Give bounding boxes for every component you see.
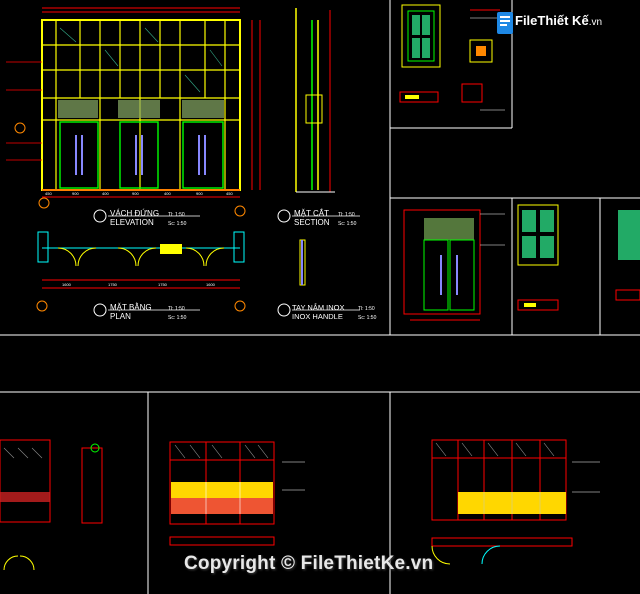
plan-title-en: PLAN [110, 312, 131, 321]
dim-label: 1600 [206, 282, 216, 287]
plan-scale: Tl: 1:50 [168, 306, 185, 312]
detail-sheet-door [403, 209, 505, 321]
elevation-scale: Tl: 1:50 [168, 212, 185, 218]
plan-dimension-labels: 1600 1750 1750 1600 [62, 282, 216, 287]
dim-label: 450 [45, 191, 52, 196]
handle-scale: Tl: 1:50 [358, 306, 375, 312]
dim-label: 1750 [158, 282, 168, 287]
dim-label: 400 [164, 191, 171, 196]
dim-label: 1750 [108, 282, 118, 287]
dim-label: 900 [72, 191, 79, 196]
logo-name: FileThiết Kế [515, 13, 589, 28]
plan-scale-en: Sc: 1:50 [168, 315, 187, 321]
elevation-title [93, 209, 200, 223]
bottom-sheet-right [431, 439, 600, 565]
elevation-title-en: ELEVATION [110, 218, 154, 227]
drawing-titles: VÁCH ĐỨNG ELEVATION Tl: 1:50 Sc: 1:50 MẶ… [110, 209, 377, 321]
filethietke-logo [497, 12, 513, 34]
dim-label: 1600 [62, 282, 72, 287]
elevation-dimension-labels: 450 900 400 900 400 900 450 [45, 191, 233, 196]
elevation-scale-en: Sc: 1:50 [168, 221, 187, 227]
logo-text: FileThiết Kế.vn [515, 13, 602, 28]
section-scale-en: Sc: 1:50 [338, 221, 357, 227]
section-title-vn: MẶT CẮT [294, 209, 329, 218]
logo-tld: .vn [588, 17, 603, 28]
bottom-sheet-left [0, 439, 103, 571]
detail-sheet-window [517, 204, 640, 311]
handle-drawing [277, 239, 360, 317]
section-title-en: SECTION [294, 218, 330, 227]
copyright-watermark: Copyright © FileThietKe.vn [184, 553, 434, 574]
dim-label: 450 [226, 191, 233, 196]
dim-label: 900 [132, 191, 139, 196]
dim-label: 400 [102, 191, 109, 196]
bottom-sheet-middle [169, 441, 305, 546]
handle-scale-en: Sc: 1:50 [358, 315, 377, 321]
handle-title-en: INOX HANDLE [292, 312, 343, 321]
handle-title-vn: TAY NẮM INOX [292, 303, 345, 312]
section-drawing [277, 8, 360, 223]
detail-sheet-top-right [399, 4, 505, 111]
dim-label: 900 [196, 191, 203, 196]
section-scale: Tl: 1:50 [338, 212, 355, 218]
elevation-title-vn: VÁCH ĐỨNG [110, 209, 159, 218]
elevation-drawing [6, 7, 261, 217]
plan-drawing [36, 231, 246, 317]
plan-title-vn: MẶT BẰNG [110, 303, 152, 312]
